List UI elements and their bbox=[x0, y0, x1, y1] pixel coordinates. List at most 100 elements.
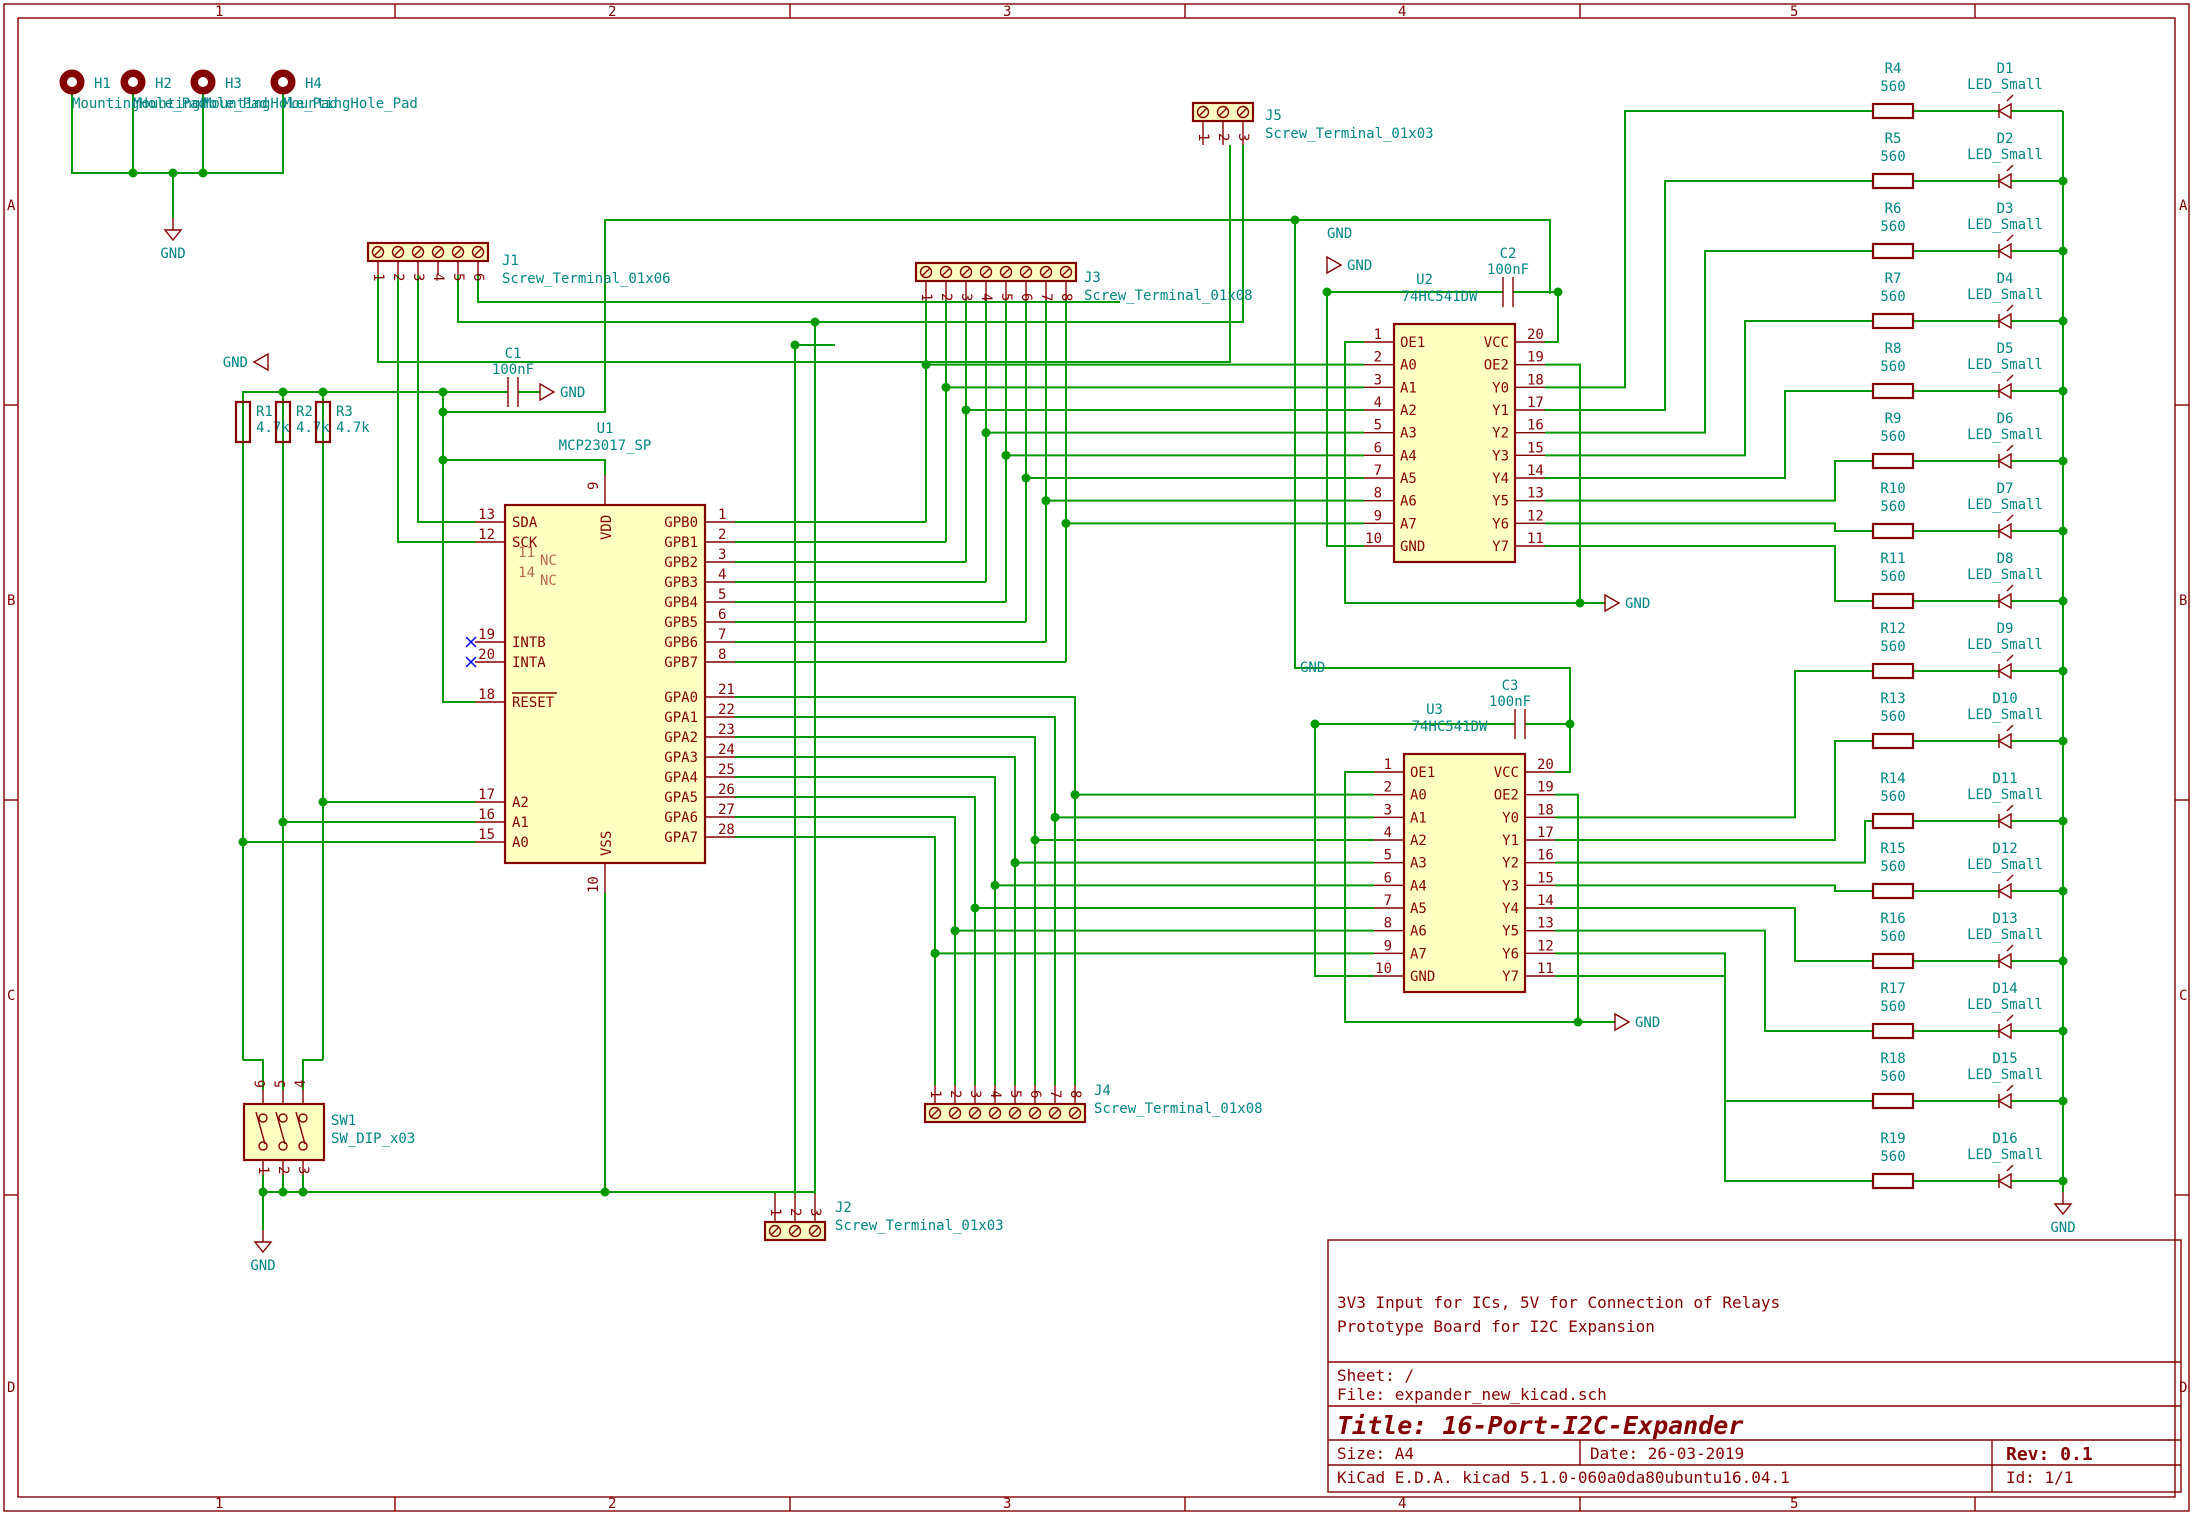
pullup-r1: R14.7k bbox=[234, 400, 290, 444]
resistor-ref: R2 bbox=[296, 404, 313, 420]
page-title: Title: 16-Port-I2C-Expander bbox=[1337, 1411, 1743, 1440]
capacitor-ref: C1 bbox=[505, 346, 522, 362]
junction-dot bbox=[438, 407, 448, 417]
wire bbox=[442, 392, 475, 703]
junction-dot bbox=[1322, 287, 1332, 297]
capacitor-ref: C2 bbox=[1500, 246, 1517, 262]
ic-pin-number: 2 bbox=[718, 527, 726, 543]
ic-pin-number: 13 bbox=[1527, 486, 1544, 502]
junction-dot bbox=[1021, 473, 1031, 483]
terminal-pin-number: 2 bbox=[390, 273, 406, 281]
junction-dot bbox=[1061, 518, 1071, 528]
wire bbox=[735, 736, 1036, 1085]
led-resistor-value: 560 bbox=[1880, 789, 1905, 805]
ic-pin-number: 5 bbox=[718, 587, 726, 603]
junction-dot bbox=[438, 387, 448, 397]
wire bbox=[1555, 820, 1873, 864]
ic-pin-number: 24 bbox=[718, 742, 735, 758]
ic-pin-name: GND bbox=[1400, 539, 1425, 555]
ic-pin-name: A3 bbox=[1400, 426, 1417, 442]
ic-pin-number: 4 bbox=[718, 567, 726, 583]
led-resistor-value: 560 bbox=[1880, 1069, 1905, 1085]
led-value: LED_Small bbox=[1967, 77, 2043, 93]
ic-pin-number: 10 bbox=[1375, 961, 1392, 977]
terminal-ref: J2 bbox=[835, 1200, 852, 1216]
ic-pin-name: A5 bbox=[1400, 471, 1417, 487]
junction-dot bbox=[1290, 215, 1300, 225]
resistor-ref: R1 bbox=[256, 404, 273, 420]
mounting-hole-value: MountingHole_Pad bbox=[133, 96, 268, 112]
ic-pin-number: 12 bbox=[1537, 938, 1554, 954]
gnd-label: GND bbox=[250, 1258, 275, 1274]
ic-pin-number: 13 bbox=[1537, 916, 1554, 932]
led-resistor-ref: R13 bbox=[1880, 691, 1905, 707]
junction-dot bbox=[990, 880, 1000, 890]
terminal-pin-number: 1 bbox=[918, 293, 934, 301]
ic-pin-name: Y4 bbox=[1502, 901, 1519, 917]
wire-layer bbox=[71, 94, 2064, 1230]
junction-dot bbox=[278, 817, 288, 827]
led-resistor-value: 560 bbox=[1880, 359, 1905, 375]
ic-pin-name: GPA5 bbox=[664, 790, 698, 806]
junction-dot bbox=[970, 903, 980, 913]
ic-pin-number: 16 bbox=[478, 807, 495, 823]
terminal-pin-number: 6 bbox=[470, 273, 486, 281]
frame-row-label: B bbox=[2179, 593, 2187, 609]
ic-pin-name: A7 bbox=[1410, 946, 1427, 962]
led-value: LED_Small bbox=[1967, 787, 2043, 803]
ic-pin-number: 4 bbox=[1374, 395, 1382, 411]
junction-dot bbox=[318, 387, 328, 397]
led-resistor-value: 560 bbox=[1880, 289, 1905, 305]
led-value: LED_Small bbox=[1967, 637, 2043, 653]
gnd-symbol: GND bbox=[1614, 1012, 1660, 1032]
ic-pin-number: 1 bbox=[1384, 757, 1392, 773]
gnd-label: GND bbox=[160, 246, 185, 262]
terminal-pin-number: 1 bbox=[927, 1090, 943, 1098]
gnd-symbol: GND bbox=[539, 382, 585, 402]
ic-ref: U1 bbox=[597, 421, 614, 437]
ic-u2-74hc541: U274HC541DWOE11A02A13A24A35A46A57A68A79G… bbox=[1364, 272, 1545, 564]
led-resistor-value: 560 bbox=[1880, 79, 1905, 95]
ic-pin-name: INTA bbox=[512, 655, 546, 671]
terminal-pin-number: 5 bbox=[450, 273, 466, 281]
junction-dot bbox=[930, 948, 940, 958]
ic-pin-name: A1 bbox=[512, 815, 529, 831]
terminal-pin-number: 7 bbox=[1038, 293, 1054, 301]
ic-pin-number: 22 bbox=[718, 702, 735, 718]
ic-pin-number: 9 bbox=[1384, 938, 1392, 954]
ic-pin-number: 5 bbox=[1374, 418, 1382, 434]
ic-pin-number: 6 bbox=[1374, 440, 1382, 456]
mounting-hole-ref: H4 bbox=[305, 76, 322, 92]
led-resistor-ref: R10 bbox=[1880, 481, 1905, 497]
ic-pin-name: NC bbox=[540, 553, 557, 569]
junction-dot bbox=[1070, 790, 1080, 800]
junction-dot bbox=[198, 168, 208, 178]
ic-pin-number: 20 bbox=[1537, 757, 1554, 773]
ic-pin-number: 4 bbox=[1384, 825, 1392, 841]
wire bbox=[1545, 292, 1559, 343]
wire bbox=[477, 275, 1120, 303]
led-resistor-ref: R7 bbox=[1885, 271, 1902, 287]
ic-pin-number: 23 bbox=[718, 722, 735, 738]
terminal-pin-number: 4 bbox=[430, 273, 446, 281]
ic-pin-name: RESET bbox=[512, 695, 555, 711]
switch-pin-number: 4 bbox=[293, 1080, 309, 1088]
wire bbox=[735, 796, 976, 1085]
ic-pin-name: VCC bbox=[1494, 765, 1519, 781]
gnd-label: GND bbox=[1300, 660, 1325, 676]
ic-pin-name: A6 bbox=[1410, 924, 1427, 940]
led-ref: D3 bbox=[1997, 201, 2014, 217]
pullup-r3: R34.7k bbox=[314, 400, 370, 444]
terminal-pin-number: 5 bbox=[1007, 1090, 1023, 1098]
wire bbox=[1344, 341, 1580, 604]
ic-ref: U2 bbox=[1416, 272, 1433, 288]
led-resistor-ref: R19 bbox=[1880, 1131, 1905, 1147]
ic-pin-number: 11 bbox=[518, 545, 535, 561]
